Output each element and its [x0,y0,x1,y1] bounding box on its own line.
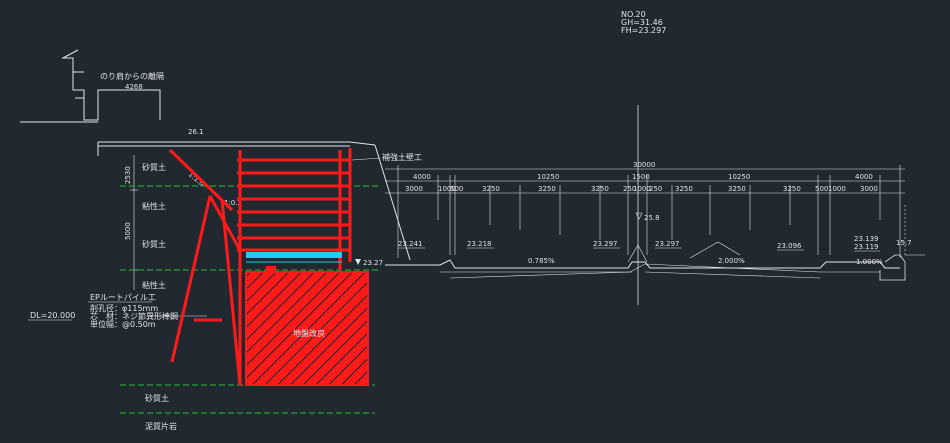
road-sub: 1000 [633,185,651,193]
ground-improvement-label: 地盤改良 [293,328,325,338]
road-elev: 23.139 [854,235,879,243]
road-cross-section [385,105,925,305]
dim-1-0: 1:1.0 [187,170,206,188]
pile-note-line3: 単位幅：@0.50m [90,319,156,329]
road-sub: 3250 [482,185,500,193]
road-sub: 3000 [405,185,423,193]
soil-label: 砂質土 [142,162,166,172]
road-elev: 23.297 [655,240,680,248]
dim-26-1: 26.1 [188,128,204,136]
setback-value: 4268 [125,83,143,91]
retaining-structure: 地盤改良 [168,148,369,386]
road-elev: 23.297 [593,240,618,248]
soil-label: 泥質片岩 [145,421,177,431]
road-slope: 2.000% [718,257,745,265]
road-total: 30000 [633,161,655,169]
soil-label: 粘性土 [142,280,166,290]
road-sub: 250 [649,185,662,193]
setback-title: のり肩からの離隔 [100,71,164,81]
center-elev-marker-icon [635,212,643,220]
road-elev: 23.096 [777,242,802,250]
dim-2530: 2530 [124,166,132,184]
road-elev: 23.241 [398,240,423,248]
road-sub: 1000 [438,185,456,193]
center-elev: 25.8 [644,214,660,222]
pile-note: EPルートパイル工 削孔径：φ115mm 芯 材：ネジ節異形棒鋼 単位幅：@0.… [88,293,207,329]
road-sub: 3250 [783,185,801,193]
road-elev: 23.218 [467,240,492,248]
road-slope: 0.785% [528,257,555,265]
header-block: NO.20 GH=31.46 FH=23.297 [621,10,666,35]
soil-label: 砂質土 [145,393,169,403]
road-dimensions: 30000 4000 10250 1500 10250 4000 3000 10… [398,161,912,266]
road-elev: 23.119 [854,243,879,251]
road-sub: 3250 [675,185,693,193]
road-seg: 1500 [632,173,650,181]
header-fh: FH=23.297 [621,26,666,35]
road-sub: 250 [623,185,636,193]
road-sub: 3250 [538,185,556,193]
right-dim: 15.7 [896,239,912,247]
road-slope: 1.000% [856,258,883,266]
road-sub: 1000 [828,185,846,193]
datum-level: DL=20.000 [30,311,75,320]
elev-23-27: 23.27 [363,259,383,267]
soil-label: 砂質土 [142,239,166,249]
road-sub: 3000 [860,185,878,193]
road-seg: 4000 [413,173,431,181]
soil-label: 粘性土 [142,201,166,211]
hill-outline [20,49,411,261]
road-seg: 4000 [855,173,873,181]
road-seg: 10250 [537,173,559,181]
dim-0-2: 1:0.2 [224,199,242,207]
pile-note-line2: 芯 材：ネジ節異形棒鋼 [90,311,178,321]
road-sub: 3250 [728,185,746,193]
dim-5000: 5000 [124,222,132,240]
header-no: NO.20 [621,10,646,19]
header-gh: GH=31.46 [621,18,663,27]
ground-improvement-block [245,271,369,386]
pile-note-line1: 削孔径：φ115mm [90,303,158,313]
pile-note-title: EPルートパイル工 [90,293,156,302]
soil-labels: 砂質土 粘性土 砂質土 粘性土 砂質土 泥質片岩 [142,162,177,431]
road-sub: 500 [815,185,828,193]
retaining-wall-label: 補強土壁工 [382,152,422,162]
elevation-marker-icon [355,259,361,265]
road-sub: 500 [450,185,463,193]
road-seg: 10250 [728,173,750,181]
road-sub: 3250 [591,185,609,193]
